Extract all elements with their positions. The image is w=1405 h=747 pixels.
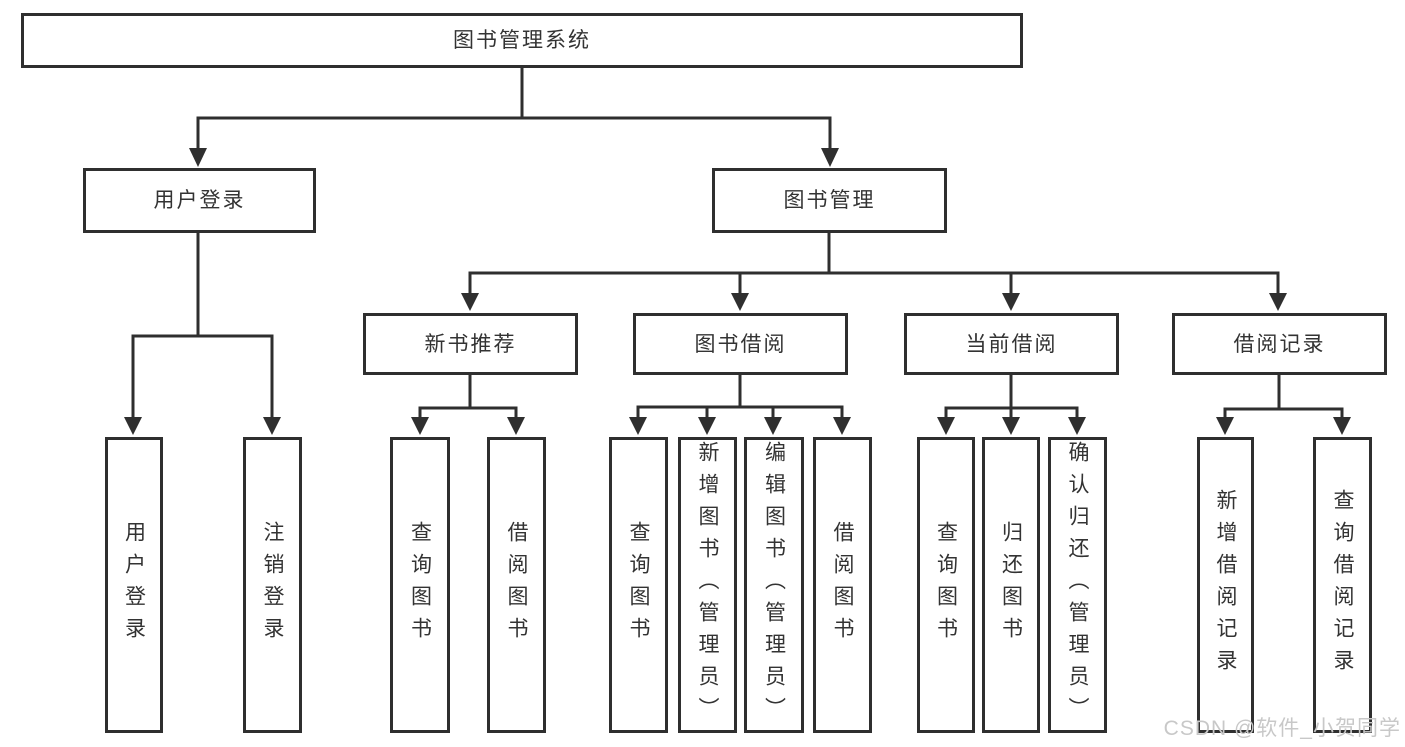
node-bb-edit-book-admin: 编辑图书（管理员） xyxy=(744,437,804,733)
node-cb-query-book: 查询图书 xyxy=(917,437,975,733)
connector-root-to-branches xyxy=(189,68,839,167)
node-root: 图书管理系统 xyxy=(21,13,1023,68)
node-book-borrow: 图书借阅 xyxy=(633,313,848,375)
node-borrow-records: 借阅记录 xyxy=(1172,313,1387,375)
node-bb-add-book-admin: 新增图书（管理员） xyxy=(678,437,737,733)
watermark: CSDN @软件_小贺同学 xyxy=(1163,717,1401,740)
node-cb-return-book: 归还图书 xyxy=(982,437,1040,733)
node-book-mgmt-branch: 图书管理 xyxy=(712,168,947,233)
node-cb-confirm-return-admin: 确认归还（管理员） xyxy=(1048,437,1107,733)
connector-borrow-to-leaves xyxy=(629,375,851,435)
node-bb-borrow-book-label: 借阅图书 xyxy=(831,521,854,649)
node-book-borrow-label: 图书借阅 xyxy=(694,332,787,356)
node-bb-add-book-admin-label: 新增图书（管理员） xyxy=(696,441,719,729)
node-current-borrow: 当前借阅 xyxy=(904,313,1119,375)
node-borrow-records-label: 借阅记录 xyxy=(1233,332,1326,356)
connector-mgmt-to-sections xyxy=(461,233,1287,311)
node-cb-return-book-label: 归还图书 xyxy=(999,521,1023,649)
node-user-login-branch: 用户登录 xyxy=(83,168,316,233)
node-current-borrow-label: 当前借阅 xyxy=(965,332,1058,356)
node-logout-leaf-label: 注销登录 xyxy=(261,521,284,649)
node-nbr-borrow-book-label: 借阅图书 xyxy=(505,521,528,649)
node-bb-query-book: 查询图书 xyxy=(609,437,668,733)
node-book-mgmt-branch-label: 图书管理 xyxy=(783,189,876,212)
node-br-add-record-label: 新增借阅记录 xyxy=(1214,489,1237,681)
node-logout-leaf: 注销登录 xyxy=(243,437,302,733)
node-br-query-record-label: 查询借阅记录 xyxy=(1331,489,1354,681)
node-cb-query-book-label: 查询图书 xyxy=(934,521,958,649)
connector-records-to-leaves xyxy=(1216,375,1351,435)
node-user-login-leaf-label: 用户登录 xyxy=(122,521,146,649)
node-nbr-borrow-book: 借阅图书 xyxy=(487,437,546,733)
node-user-login-branch-label: 用户登录 xyxy=(153,189,246,212)
node-bb-edit-book-admin-label: 编辑图书（管理员） xyxy=(762,441,786,729)
node-new-book-rec-label: 新书推荐 xyxy=(424,332,517,356)
node-cb-confirm-return-admin-label: 确认归还（管理员） xyxy=(1066,441,1089,729)
node-br-query-record: 查询借阅记录 xyxy=(1313,437,1372,733)
connector-newbook-to-leaves xyxy=(411,375,525,435)
node-nbr-query-book: 查询图书 xyxy=(390,437,450,733)
node-br-add-record: 新增借阅记录 xyxy=(1197,437,1254,733)
node-nbr-query-book-label: 查询图书 xyxy=(408,521,432,649)
node-new-book-rec: 新书推荐 xyxy=(363,313,578,375)
node-root-label: 图书管理系统 xyxy=(453,29,591,52)
node-user-login-leaf: 用户登录 xyxy=(105,437,163,733)
connector-login-to-leaves xyxy=(124,233,281,435)
node-bb-borrow-book: 借阅图书 xyxy=(813,437,872,733)
node-bb-query-book-label: 查询图书 xyxy=(627,521,650,649)
connector-current-to-leaves xyxy=(937,375,1086,435)
